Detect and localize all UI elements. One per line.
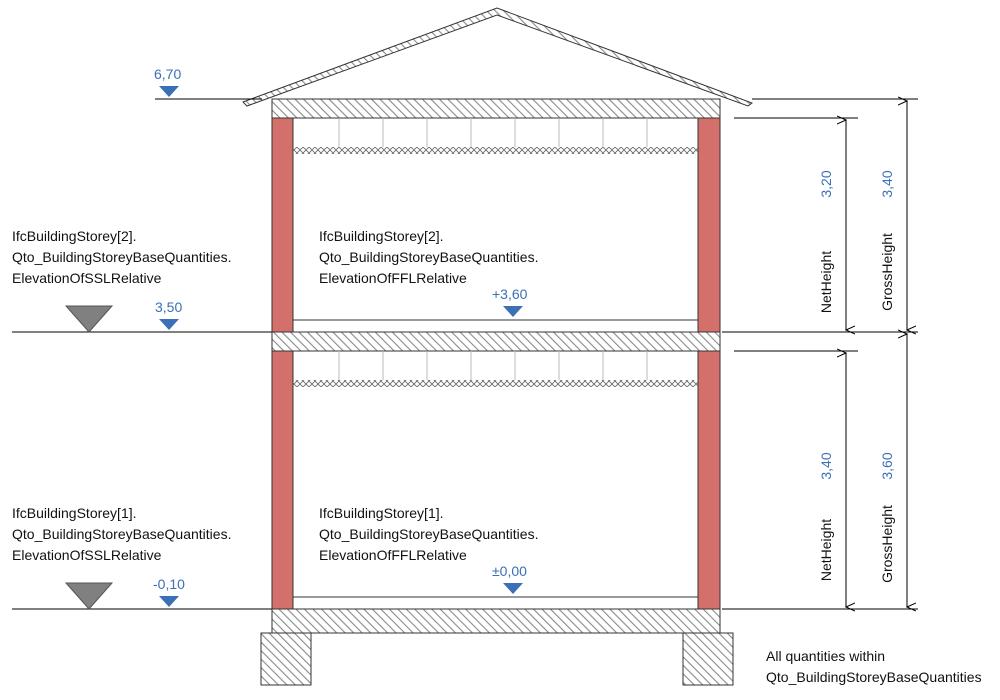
svg-text:Qto_BuildingStoreyBaseQuantiti: Qto_BuildingStoreyBaseQuantities. — [12, 249, 231, 265]
wall-right-lower — [697, 350, 721, 610]
floor-finish-upper — [292, 319, 699, 333]
svg-text:ElevationOfSSLRelative: ElevationOfSSLRelative — [12, 547, 162, 563]
wall-right-upper — [697, 117, 721, 333]
quantities-note: All quantities within Qto_BuildingStorey… — [766, 648, 982, 685]
floor-finish-lower — [292, 596, 699, 610]
svg-text:IfcBuildingStorey[1].: IfcBuildingStorey[1]. — [319, 505, 444, 521]
label-storey2-ffl: IfcBuildingStorey[2]. Qto_BuildingStorey… — [319, 228, 538, 286]
elevation-marker-ssl-lower — [159, 596, 179, 607]
elevation-value-ssl-lower: -0,10 — [153, 576, 185, 592]
svg-text:Qto_BuildingStoreyBaseQuantiti: Qto_BuildingStoreyBaseQuantities. — [319, 249, 538, 265]
wall-left-lower — [271, 350, 294, 610]
elevation-marker-roof — [159, 86, 179, 97]
elevation-value-ffl-upper: +3,60 — [492, 286, 528, 302]
dim-upper-net-label: NetHeight — [818, 251, 834, 313]
svg-text:All quantities within: All quantities within — [766, 648, 885, 664]
dim-lower-net-value: 3,40 — [818, 452, 834, 479]
footing-right — [682, 632, 734, 686]
elevation-marker-ffl-lower — [503, 583, 523, 594]
dim-upper-gross-label: GrossHeight — [879, 233, 895, 311]
level-symbol-lower — [64, 582, 114, 610]
dim-upper-gross-value: 3,40 — [879, 170, 895, 197]
dim-lower-net-label: NetHeight — [818, 519, 834, 581]
svg-text:Qto_BuildingStoreyBaseQuantiti: Qto_BuildingStoreyBaseQuantities — [766, 669, 982, 685]
elevation-value-ssl-upper: 3,50 — [155, 299, 182, 315]
label-storey2-ssl: IfcBuildingStorey[2]. Qto_BuildingStorey… — [12, 228, 231, 286]
label-storey1-ssl: IfcBuildingStorey[1]. Qto_BuildingStorey… — [12, 505, 231, 563]
label-storey1-ffl: IfcBuildingStorey[1]. Qto_BuildingStorey… — [319, 505, 538, 563]
floor-slab-ground — [271, 608, 721, 634]
floor-slab-upper — [271, 331, 721, 352]
svg-text:ElevationOfFFLRelative: ElevationOfFFLRelative — [319, 270, 467, 286]
footing-left — [260, 632, 312, 686]
svg-text:Qto_BuildingStoreyBaseQuantiti: Qto_BuildingStoreyBaseQuantities. — [12, 526, 231, 542]
elevation-marker-ffl-upper — [503, 306, 523, 317]
svg-text:IfcBuildingStorey[1].: IfcBuildingStorey[1]. — [12, 505, 137, 521]
dim-lower-gross-label: GrossHeight — [879, 505, 895, 583]
svg-text:ElevationOfFFLRelative: ElevationOfFFLRelative — [319, 547, 467, 563]
elevation-marker-ssl-upper — [159, 319, 179, 330]
suspended-ceiling-upper — [293, 118, 698, 154]
svg-text:IfcBuildingStorey[2].: IfcBuildingStorey[2]. — [319, 228, 444, 244]
dim-upper-net-value: 3,20 — [818, 170, 834, 197]
suspended-ceiling-lower — [293, 351, 698, 387]
wall-left-upper — [271, 117, 294, 333]
roof — [242, 7, 754, 107]
svg-text:ElevationOfSSLRelative: ElevationOfSSLRelative — [12, 270, 162, 286]
elevation-value-roof: 6,70 — [154, 66, 181, 82]
elevation-value-ffl-lower: ±0,00 — [492, 563, 527, 579]
dimension-lines — [846, 101, 907, 607]
roof-slab — [271, 98, 721, 119]
svg-text:Qto_BuildingStoreyBaseQuantiti: Qto_BuildingStoreyBaseQuantities. — [319, 526, 538, 542]
dim-lower-gross-value: 3,60 — [879, 452, 895, 479]
level-symbol-upper — [64, 305, 114, 333]
reference-lines — [12, 98, 918, 610]
svg-text:IfcBuildingStorey[2].: IfcBuildingStorey[2]. — [12, 228, 137, 244]
